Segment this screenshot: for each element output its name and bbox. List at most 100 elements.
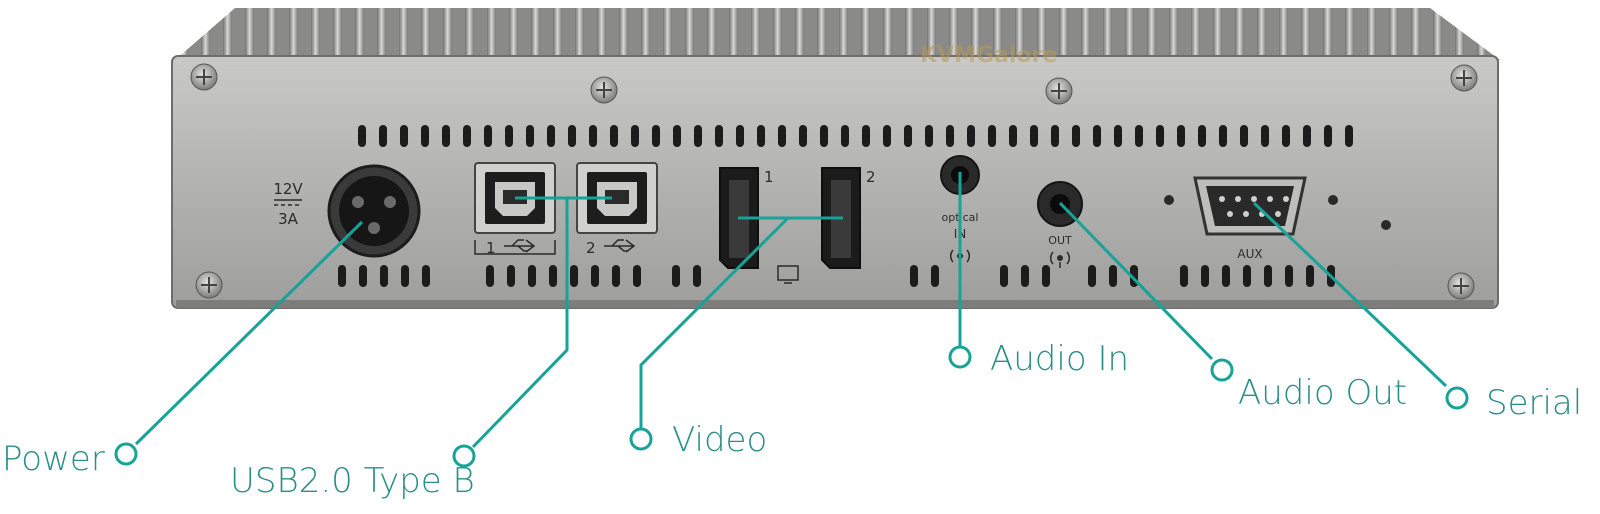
callout-leaders <box>134 172 1448 449</box>
video-port-1-number: 1 <box>764 168 774 186</box>
vent-slot <box>1324 125 1332 147</box>
vent-slot <box>1088 265 1096 287</box>
usb-marker <box>452 444 476 468</box>
power-marker <box>114 442 138 466</box>
vent-slot <box>1240 125 1248 147</box>
vent-slot <box>988 125 996 147</box>
vent-slot <box>570 265 578 287</box>
serial-port-label: AUX <box>1237 247 1262 261</box>
vent-slot <box>1135 125 1143 147</box>
audio-out-leader <box>1058 201 1214 361</box>
vent-slot <box>1114 125 1122 147</box>
vent-slot <box>1021 265 1029 287</box>
vent-slot <box>1093 125 1101 147</box>
vent-slot <box>715 125 723 147</box>
vent-slot <box>1219 125 1227 147</box>
vent-slot <box>1285 265 1293 287</box>
vent-slot <box>693 265 701 287</box>
vent-slot <box>799 125 807 147</box>
usb-port-2 <box>576 162 658 234</box>
vent-slot <box>610 125 618 147</box>
screw-icon <box>590 76 618 104</box>
vent-slot <box>1156 125 1164 147</box>
heatsink-fins <box>175 8 1500 60</box>
vent-slot <box>358 125 366 147</box>
vent-slot <box>380 265 388 287</box>
vent-slot <box>736 125 744 147</box>
vent-slot <box>673 125 681 147</box>
vent-slot <box>757 125 765 147</box>
vent-slot <box>633 265 641 287</box>
power-rating-voltage: 12V <box>273 180 303 198</box>
callout-markers <box>114 345 1469 468</box>
serial-marker <box>1445 386 1469 410</box>
vent-slot <box>401 265 409 287</box>
callout-video: Video <box>672 420 767 460</box>
vent-slot <box>547 125 555 147</box>
vent-slot <box>1180 265 1188 287</box>
audio-in-marker <box>948 345 972 369</box>
vent-slot <box>612 265 620 287</box>
vent-slot <box>421 125 429 147</box>
power-leader <box>134 220 364 446</box>
video-port-2-number: 2 <box>866 168 876 186</box>
vent-slot <box>672 265 680 287</box>
screw-icon <box>1045 77 1073 105</box>
vent-slot <box>463 125 471 147</box>
vent-slot <box>652 125 660 147</box>
vent-slot <box>967 125 975 147</box>
vent-slot <box>1030 125 1038 147</box>
vent-slot <box>1201 265 1209 287</box>
vent-slot <box>549 265 557 287</box>
usb-port-1-number: 1 <box>486 239 496 257</box>
vent-slot <box>1345 125 1353 147</box>
vent-slot <box>1072 125 1080 147</box>
vent-slot <box>359 265 367 287</box>
screw-icon <box>1447 272 1475 300</box>
vent-slot <box>904 125 912 147</box>
vent-slot <box>883 125 891 147</box>
audio-out-label: OUT <box>1048 234 1072 247</box>
vent-slot <box>484 125 492 147</box>
vent-slot <box>841 125 849 147</box>
vent-slot <box>1177 125 1185 147</box>
vent-slots <box>338 125 1353 287</box>
usb-port-2-number: 2 <box>586 239 596 257</box>
vent-slot <box>931 265 939 287</box>
vent-slot <box>1222 265 1230 287</box>
audio-out-icon <box>1049 251 1071 268</box>
screw-icon <box>195 271 223 299</box>
vent-slot <box>1109 265 1117 287</box>
vent-slot <box>379 125 387 147</box>
vent-slot <box>925 125 933 147</box>
vent-slot <box>820 125 828 147</box>
vent-slot <box>778 125 786 147</box>
vent-slot <box>1264 265 1272 287</box>
usb-leader <box>471 196 612 449</box>
vent-slot <box>1261 125 1269 147</box>
vent-slot <box>1009 125 1017 147</box>
callout-serial: Serial <box>1486 383 1582 423</box>
vent-slot <box>589 125 597 147</box>
vent-slot <box>528 265 536 287</box>
vent-slot <box>694 125 702 147</box>
vent-slot <box>1306 265 1314 287</box>
vent-slot <box>1051 125 1059 147</box>
monitor-icon <box>777 265 799 284</box>
vent-slot <box>526 125 534 147</box>
vent-slot <box>862 125 870 147</box>
vent-slot <box>422 265 430 287</box>
callout-power: Power <box>2 439 105 479</box>
vent-slot <box>910 265 918 287</box>
vent-slot <box>568 125 576 147</box>
vent-slot <box>338 265 346 287</box>
usb-symbol-icon <box>504 239 536 253</box>
callout-audio-in: Audio In <box>990 339 1129 379</box>
vent-slot <box>1198 125 1206 147</box>
serial-db9-port <box>1164 176 1391 236</box>
serial-leader <box>1252 201 1448 388</box>
power-rating-current: 3A <box>278 210 299 228</box>
vent-slot <box>400 125 408 147</box>
brand-watermark: KVMGalore <box>920 43 1057 68</box>
